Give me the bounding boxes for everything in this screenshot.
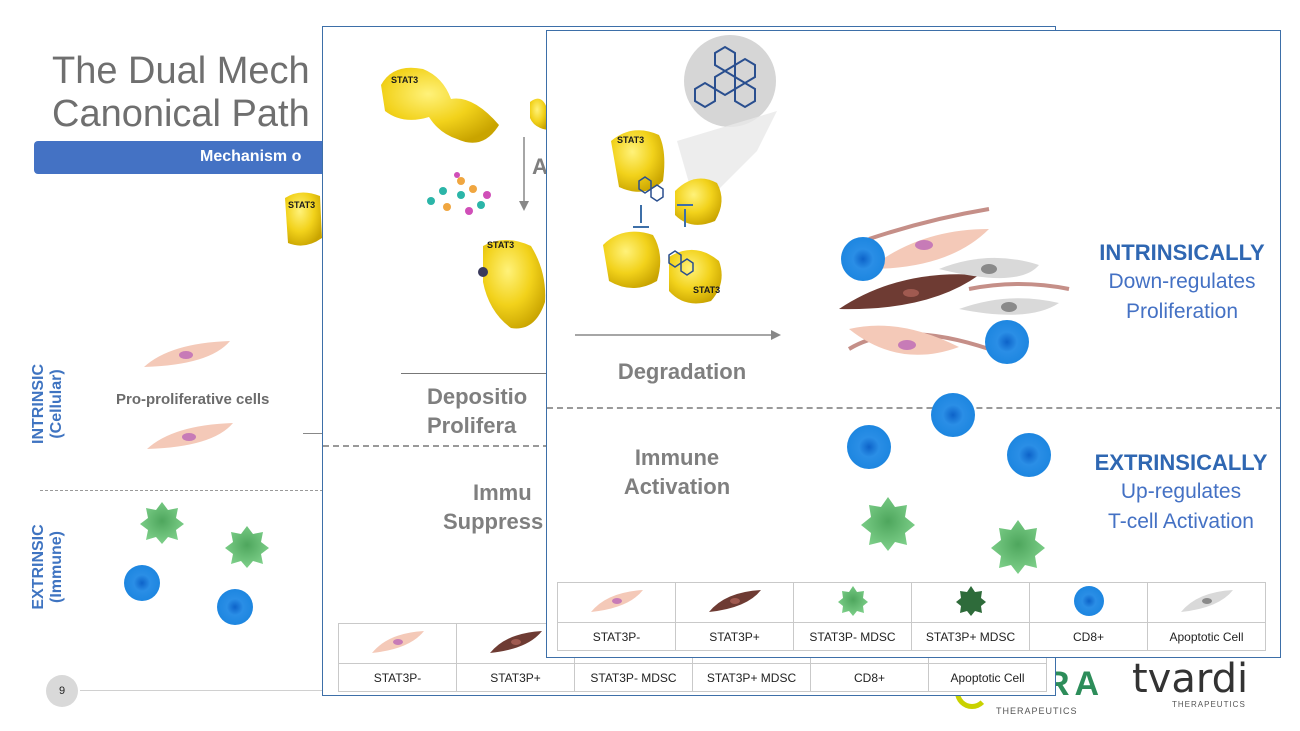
extrinsic-description-line-1: Up-regulates bbox=[1120, 480, 1242, 503]
tvardi-logo: tvardi bbox=[1132, 656, 1249, 702]
immune-activation-text: Immune Activation bbox=[607, 443, 747, 501]
mdsc-cell-icon bbox=[140, 502, 184, 544]
stat3-protein-icon bbox=[530, 98, 548, 130]
cd8-t-cell-icon bbox=[931, 393, 975, 437]
legend-label-stat3p-minus-mdsc: STAT3P- MDSC bbox=[574, 663, 693, 692]
spindle-cell-icon bbox=[590, 590, 643, 612]
cd8-t-cell-icon bbox=[847, 425, 891, 469]
page-number: 9 bbox=[46, 675, 78, 707]
stat3-protein-icon: STAT3 bbox=[603, 231, 722, 304]
legend-icon-apoptotic bbox=[1147, 582, 1266, 623]
panel2-legend: STAT3P- STAT3P+ STAT3P- MDSC STAT3P+ MDS… bbox=[557, 582, 1266, 651]
cd8-t-cell-icon bbox=[124, 565, 160, 601]
extrinsically-heading: EXTRINSICALLY bbox=[1094, 450, 1268, 475]
spindle-cell-icon bbox=[708, 590, 761, 612]
legend-label-cd8: CD8+ bbox=[810, 663, 929, 692]
legend-label-stat3p-plus-mdsc: STAT3P+ MDSC bbox=[911, 622, 1030, 651]
spindle-cell-icon bbox=[371, 631, 424, 653]
slide-title-line-2: Canonical Path bbox=[52, 93, 310, 135]
legend-icon-stat3p-plus-mdsc bbox=[911, 582, 1030, 623]
extrinsic-description-line-2: T-cell Activation bbox=[1108, 510, 1254, 533]
deposition-line-2: Prolifera bbox=[427, 413, 517, 438]
intrinsic-description-line-2: Proliferation bbox=[1125, 300, 1239, 323]
legend-label-apoptotic: Apoptotic Cell bbox=[1147, 622, 1266, 651]
panel2-divider-dashed bbox=[547, 407, 1280, 409]
stat3-protein-icon: STAT3 bbox=[381, 67, 499, 143]
overlay-panel-activation: STAT3 STAT3 Degradation Immune Activatio… bbox=[546, 30, 1281, 658]
deposition-text: Depositio Prolifera bbox=[427, 382, 547, 440]
spindle-cell-icon bbox=[147, 423, 233, 449]
immune-suppression-line-1: Immu bbox=[473, 480, 532, 505]
immune-activation-line-1: Immune bbox=[634, 445, 720, 470]
mechanism-bar: Mechanism o bbox=[34, 141, 334, 174]
panel1-letter-a: A bbox=[532, 154, 548, 179]
arrow-down-icon bbox=[519, 137, 529, 211]
spindle-cell-icon bbox=[1180, 590, 1233, 612]
stat3-protein-icon: STAT3 bbox=[285, 192, 322, 246]
legend-label-stat3p-minus: STAT3P- bbox=[338, 663, 457, 692]
mdsc-cell-icon bbox=[955, 586, 986, 616]
stat3-label-upper: STAT3 bbox=[617, 135, 644, 145]
ligand-particles-icon bbox=[427, 172, 491, 215]
stat3-protein-icon: STAT3 bbox=[478, 240, 546, 329]
spindle-cell-icon bbox=[144, 341, 230, 367]
legend-icon-stat3p-minus bbox=[557, 582, 676, 623]
mdsc-cell-icon bbox=[861, 497, 915, 551]
panel1-divider-dashed bbox=[323, 445, 549, 447]
immune-activation-line-2: Activation bbox=[623, 474, 731, 499]
slide-title-line-1: The Dual Mech bbox=[52, 50, 310, 92]
slide-title: The Dual Mech Canonical Path bbox=[52, 50, 352, 136]
legend-icon-stat3p-plus bbox=[675, 582, 794, 623]
intrinsic-description: Down-regulates Proliferation bbox=[1087, 267, 1277, 327]
legend-label-cd8: CD8+ bbox=[1029, 622, 1148, 651]
stat3-label-top: STAT3 bbox=[391, 75, 418, 85]
stat3-label-small: STAT3 bbox=[288, 200, 315, 210]
stat3-protein-icon: STAT3 bbox=[611, 130, 722, 225]
tvardi-logo-sub: THERAPEUTICS bbox=[1172, 700, 1246, 709]
legend-label-stat3p-minus: STAT3P- bbox=[557, 622, 676, 651]
legend-icon-stat3p-minus bbox=[338, 623, 457, 664]
stat3-label-bottom: STAT3 bbox=[487, 240, 514, 250]
drug-molecule-icon bbox=[684, 35, 776, 127]
immune-suppression-text: Immu Suppress bbox=[443, 478, 553, 536]
extrinsic-sub-label: (Immune) bbox=[48, 531, 65, 603]
extrinsic-label: EXTRINSIC bbox=[30, 524, 47, 610]
legend-label-stat3p-minus-mdsc: STAT3P- MDSC bbox=[793, 622, 912, 651]
intrinsic-description-line-1: Down-regulates bbox=[1108, 270, 1256, 293]
intrinsic-label: INTRINSIC bbox=[30, 364, 47, 444]
stat3-label-lower: STAT3 bbox=[693, 285, 720, 295]
intrinsic-side-label: INTRINSIC (Cellular) bbox=[30, 359, 70, 449]
legend-icon-stat3p-minus-mdsc bbox=[793, 582, 912, 623]
cd8-t-cell-icon bbox=[217, 589, 253, 625]
connector-line bbox=[303, 433, 323, 434]
arrow-right-icon bbox=[575, 330, 781, 340]
deposition-line-1: Depositio bbox=[427, 384, 528, 409]
extrinsic-side-label: EXTRINSIC (Immune) bbox=[30, 522, 70, 612]
legend-icon-cd8 bbox=[1029, 582, 1148, 623]
legend-label-stat3p-plus: STAT3P+ bbox=[456, 663, 575, 692]
legend-label-apoptotic: Apoptotic Cell bbox=[928, 663, 1047, 692]
divider-line bbox=[40, 490, 323, 491]
tumor-cell-cluster bbox=[839, 207, 1070, 364]
legend-label-stat3p-plus: STAT3P+ bbox=[675, 622, 794, 651]
intrinsically-heading: INTRINSICALLY bbox=[1099, 240, 1265, 265]
inhibition-symbol-icon bbox=[633, 204, 693, 228]
cd8-t-cell-icon bbox=[1073, 586, 1104, 616]
immune-suppression-line-2: Suppress bbox=[443, 509, 544, 534]
degradation-text: Degradation bbox=[617, 359, 747, 384]
mdsc-cell-icon bbox=[837, 586, 868, 616]
spindle-cell-icon bbox=[489, 631, 542, 653]
legend-label-stat3p-plus-mdsc: STAT3P+ MDSC bbox=[692, 663, 811, 692]
mdsc-cell-icon bbox=[225, 526, 269, 568]
pro-proliferative-label: Pro-proliferative cells bbox=[116, 391, 270, 408]
cara-logo-sub: THERAPEUTICS bbox=[996, 706, 1078, 716]
cd8-t-cell-icon bbox=[1007, 433, 1051, 477]
extrinsic-description: Up-regulates T-cell Activation bbox=[1083, 477, 1279, 537]
panel1-divider-solid bbox=[401, 373, 551, 374]
intrinsic-sub-label: (Cellular) bbox=[48, 369, 65, 439]
mdsc-cell-icon bbox=[991, 520, 1045, 574]
